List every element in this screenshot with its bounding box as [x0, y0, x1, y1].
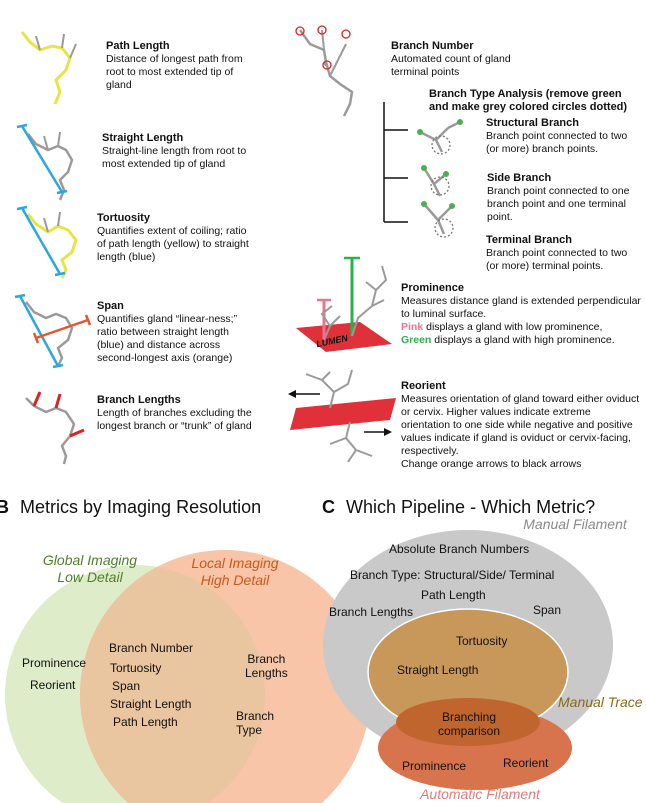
metric-desc: Distance of longest path from root to mo…: [106, 53, 243, 91]
pipeline-shared-line: comparison: [437, 724, 501, 738]
metric-desc: Branch point connected to two (or more) …: [486, 130, 628, 155]
panel-c-title: Which Pipeline - Which Metric?: [346, 497, 596, 517]
venn-right-title-line1: Local Imaging: [191, 555, 279, 571]
venn-overlap-item: Span: [112, 679, 141, 693]
pipeline-auto-item: Prominence: [402, 759, 467, 773]
metric-desc: Quantifies gland “linear-ness;” ratio be…: [97, 313, 238, 364]
panel-c-letter: C: [322, 497, 335, 517]
pipeline-trace-item: Tortuosity: [456, 634, 508, 648]
metric-reorient: Reorient Measures orientation of gland t…: [401, 380, 641, 471]
reorient-note: Change orange arrows to black arrows: [401, 458, 582, 470]
metric-desc: Branch point connected to two (or more) …: [486, 247, 628, 272]
venn-left-title-line1: Global Imaging: [42, 552, 138, 568]
branch-structural-text: Structural Branch Branch point connected…: [486, 117, 636, 156]
prominence-green-line: Green displays a gland with high promine…: [401, 334, 641, 347]
branch-terminal-figure: [421, 201, 455, 238]
pipeline-outer-item: Absolute Branch Numbers: [389, 542, 530, 556]
branch-side-text: Side Branch Branch point connected to on…: [487, 172, 637, 224]
metric-tortuosity: Tortuosity Quantifies extent of coiling;…: [97, 212, 252, 264]
panel-b-heading: B Metrics by Imaging Resolution: [0, 496, 261, 518]
metric-title: Terminal Branch: [486, 234, 572, 246]
branch-type-bracket: [383, 102, 408, 223]
venn-overlap-item: Tortuosity: [110, 661, 162, 675]
metric-desc: Measures distance gland is extended perp…: [401, 295, 641, 320]
prominence-pink-line: Pink displays a gland with low prominenc…: [401, 321, 641, 334]
pipeline-shared-item: Branching comparison: [424, 710, 514, 738]
metric-title: Branch Lengths: [97, 394, 181, 406]
pink-rest: displays a gland with low prominence,: [423, 321, 603, 333]
manual-trace-label: Manual Trace: [558, 694, 643, 710]
manual-filament-label: Manual Filament: [523, 516, 627, 532]
panel-a-illustrations: [14, 25, 463, 465]
gland-straight-length-figure: [16, 123, 74, 201]
pipeline-outer-item: Branch Lengths: [329, 605, 414, 619]
metric-title: Branch Number: [391, 40, 474, 52]
venn-right-item: Branch Lengths: [245, 652, 288, 680]
pipeline-outer-item: Path Length: [421, 588, 486, 602]
panel-b-title: Metrics by Imaging Resolution: [20, 497, 262, 517]
pipeline-trace-item: Straight Length: [397, 663, 479, 677]
metric-desc: Measures orientation of gland toward eit…: [401, 393, 640, 457]
venn-right-item: Branch Type: [236, 709, 274, 737]
metric-span: Span Quantifies gland “linear-ness;” rat…: [97, 300, 242, 365]
automatic-filament-label: Automatic Filament: [420, 786, 540, 802]
pink-word: Pink: [401, 321, 424, 333]
metric-title: Straight Length: [102, 132, 184, 144]
metric-title: Side Branch: [487, 172, 552, 184]
metric-straight-length: Straight Length Straight-line length fro…: [102, 132, 252, 171]
metric-desc: Straight-line length from root to most e…: [102, 145, 247, 170]
pipeline-outer-item: Branch Type: Structural/Side/ Terminal: [350, 568, 555, 582]
pipeline-outer-item: Span: [533, 603, 562, 617]
prominence-figure: [296, 256, 392, 352]
venn-left-item: Reorient: [30, 678, 76, 692]
venn-right-item-line: Branch: [247, 652, 286, 666]
metric-title: Prominence: [401, 282, 464, 294]
venn-right-title: Local Imaging High Detail: [165, 555, 305, 589]
gland-span-figure: [14, 293, 92, 369]
gland-branch-lengths-figure: [25, 391, 85, 465]
metric-path-length: Path Length Distance of longest path fro…: [106, 40, 256, 92]
green-word: Green: [401, 334, 432, 346]
gland-tortuosity-figure: [16, 205, 78, 279]
venn-left-title: Global Imaging Low Detail: [20, 552, 160, 586]
branch-structural-figure: [417, 119, 463, 155]
metric-branch-number: Branch Number Automated count of gland t…: [391, 40, 541, 79]
venn-right-title-line2: High Detail: [200, 572, 270, 588]
metric-desc: Automated count of gland terminal points: [391, 53, 511, 78]
pipeline-shared-line: Branching: [441, 710, 497, 724]
venn-right-item-line: Type: [236, 723, 263, 737]
branch-terminal-text: Terminal Branch Branch point connected t…: [486, 234, 636, 273]
metric-title: Path Length: [106, 40, 170, 52]
metric-title: Span: [97, 300, 124, 312]
metric-desc: Length of branches excluding the longest…: [97, 407, 252, 432]
venn-left-item: Prominence: [22, 656, 87, 670]
panel-b-letter: B: [0, 497, 9, 517]
venn-overlap-item: Path Length: [113, 715, 178, 729]
metric-title: Reorient: [401, 380, 446, 392]
branch-side-figure: [421, 165, 450, 197]
venn-overlap-item: Straight Length: [110, 697, 192, 711]
panel-c-heading: C Which Pipeline - Which Metric?: [322, 496, 595, 518]
venn-overlap-item: Branch Number: [109, 641, 194, 655]
metric-desc: Branch point connected to one branch poi…: [487, 185, 630, 223]
metric-title: Tortuosity: [97, 212, 150, 224]
metric-prominence: Prominence Measures distance gland is ex…: [401, 282, 641, 347]
reorient-figure: [288, 369, 396, 463]
branching-comparison-region: [396, 698, 540, 746]
metric-branch-lengths: Branch Lengths Length of branches exclud…: [97, 394, 257, 433]
venn-right-item-line: Lengths: [245, 666, 288, 680]
metric-title: Structural Branch: [486, 117, 579, 129]
venn-overlap: [80, 565, 265, 803]
venn-right-item-line: Branch: [236, 709, 275, 723]
gland-path-length-figure: [20, 31, 77, 105]
venn-left-title-line2: Low Detail: [57, 569, 123, 585]
pipeline-auto-item: Reorient: [503, 756, 549, 770]
green-rest: displays a gland with high prominence.: [431, 334, 615, 346]
metric-desc: Quantifies extent of coiling; ratio of p…: [97, 225, 249, 263]
branch-type-heading: Branch Type Analysis (remove green and m…: [429, 88, 628, 113]
gland-branch-number-figure: [295, 25, 354, 117]
